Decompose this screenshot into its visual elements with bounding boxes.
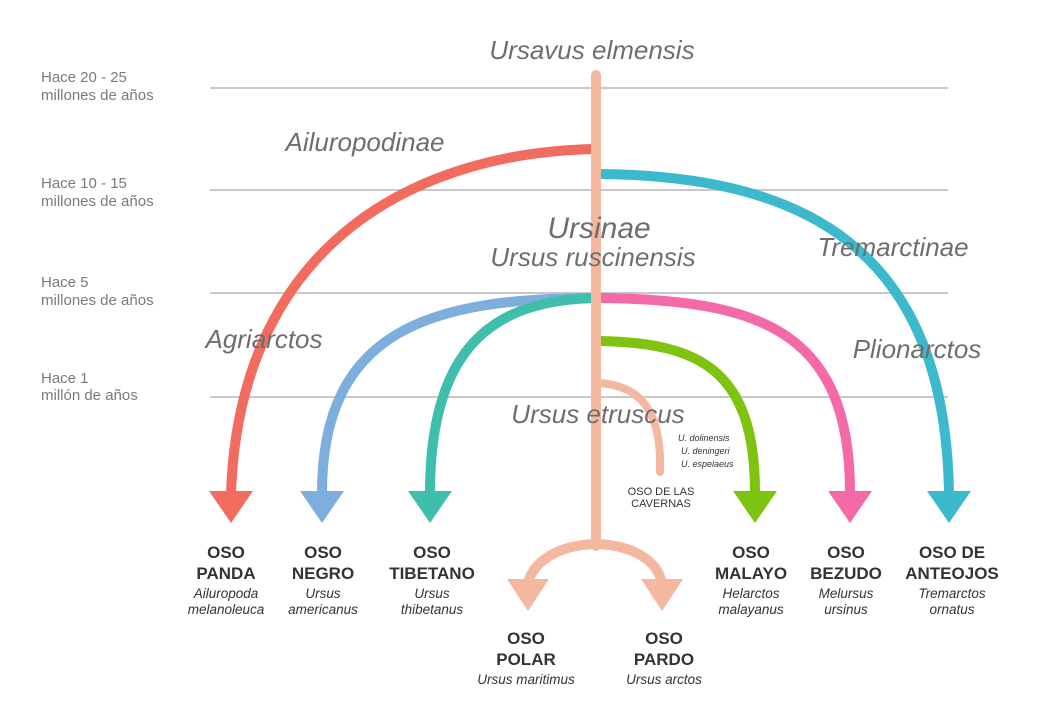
species-tibetano: OSO TIBETANO Ursus thibetanus <box>389 543 475 617</box>
species-negro: OSO NEGRO Ursus americanus <box>288 543 358 617</box>
species-tibetano-name2: TIBETANO <box>389 564 475 583</box>
species-panda-sci1: Ailuropoda <box>193 586 259 601</box>
cave-bear-label-line1: OSO DE LAS <box>628 486 695 498</box>
arrowhead-negro <box>300 491 344 523</box>
time-label-5-line1: Hace 5 <box>41 274 89 291</box>
taxon-ursus-etruscus: Ursus etruscus <box>511 399 684 429</box>
species-polar: OSO POLAR Ursus maritimus <box>477 629 575 687</box>
species-panda-name1: OSO <box>207 543 245 562</box>
branch-malayo <box>595 336 777 523</box>
species-polar-sci: Ursus maritimus <box>477 672 575 687</box>
species-tibetano-sci2: thibetanus <box>401 602 464 617</box>
species-pardo-name1: OSO <box>645 629 683 648</box>
cave-species-deningeri: U. deningeri <box>681 446 731 456</box>
species-polar-name1: OSO <box>507 629 545 648</box>
species-anteojos-name1: OSO DE <box>919 543 985 562</box>
taxon-ursinae: Ursinae <box>547 212 650 245</box>
arrowhead-anteojos <box>927 491 971 523</box>
species-negro-name1: OSO <box>304 543 342 562</box>
time-label-20-25-line2: millones de años <box>41 87 154 104</box>
species-pardo: OSO PARDO Ursus arctos <box>626 629 702 687</box>
time-label-10-15-line2: millones de años <box>41 193 154 210</box>
species-bezudo-sci2: ursinus <box>824 602 868 617</box>
branch-tibetano <box>408 293 601 523</box>
species-malayo-name1: OSO <box>732 543 770 562</box>
species-bezudo-sci1: Melursus <box>819 586 874 601</box>
species-bezudo-name1: OSO <box>827 543 865 562</box>
species-negro-sci1: Ursus <box>305 586 341 601</box>
taxon-agriarctos: Agriarctos <box>203 324 322 354</box>
species-anteojos-sci2: ornatus <box>929 602 974 617</box>
species-negro-name2: NEGRO <box>292 564 354 583</box>
arrowhead-tibetano <box>408 491 452 523</box>
species-malayo-sci1: Helarctos <box>722 586 779 601</box>
time-label-1-line2: millón de años <box>41 387 138 404</box>
time-label-20-25-line1: Hace 20 - 25 <box>41 69 127 86</box>
species-negro-sci2: americanus <box>288 602 358 617</box>
branch-pardo <box>591 539 683 611</box>
cave-species-dolinensis: U. dolinensis <box>678 433 730 443</box>
cave-species-espelaeus: U. espelaeus <box>681 459 734 469</box>
species-bezudo-name2: BEZUDO <box>810 564 882 583</box>
species-malayo-name2: MALAYO <box>715 564 787 583</box>
branch-anteojos <box>595 169 971 523</box>
taxon-ursavus-elmensis: Ursavus elmensis <box>489 35 694 65</box>
branch-bezudo <box>595 293 872 523</box>
branch-cave-bear <box>596 379 665 476</box>
species-bezudo: OSO BEZUDO Melursus ursinus <box>810 543 882 617</box>
arrowhead-pardo <box>641 579 683 611</box>
arrowhead-malayo <box>733 491 777 523</box>
species-malayo-sci2: malayanus <box>718 602 784 617</box>
arrowhead-panda <box>209 491 253 523</box>
species-panda-name2: PANDA <box>196 564 255 583</box>
species-tibetano-sci1: Ursus <box>414 586 450 601</box>
species-malayo: OSO MALAYO Helarctos malayanus <box>715 543 787 617</box>
branch-negro <box>300 293 601 523</box>
arrowhead-polar <box>507 579 549 611</box>
taxon-ursus-ruscinensis: Ursus ruscinensis <box>490 242 695 272</box>
cave-bear-label-line2: CAVERNAS <box>631 498 691 510</box>
branch-polar <box>507 539 601 611</box>
species-panda-sci2: melanoleuca <box>188 602 265 617</box>
species-pardo-name2: PARDO <box>634 650 694 669</box>
arrowhead-bezudo <box>828 491 872 523</box>
species-polar-name2: POLAR <box>496 650 556 669</box>
time-label-10-15-line1: Hace 10 - 15 <box>41 175 127 192</box>
taxon-tremarctinae: Tremarctinae <box>817 232 968 262</box>
species-anteojos-sci1: Tremarctos <box>918 586 986 601</box>
species-anteojos: OSO DE ANTEOJOS Tremarctos ornatus <box>905 543 999 617</box>
time-label-5-line2: millones de años <box>41 292 154 309</box>
taxon-plionarctos: Plionarctos <box>853 334 982 364</box>
species-tibetano-name1: OSO <box>413 543 451 562</box>
species-panda: OSO PANDA Ailuropoda melanoleuca <box>188 543 265 617</box>
species-pardo-sci: Ursus arctos <box>626 672 702 687</box>
branch-panda <box>209 144 601 523</box>
species-anteojos-name2: ANTEOJOS <box>905 564 999 583</box>
time-label-1-line1: Hace 1 <box>41 370 89 387</box>
taxon-ailuropodinae: Ailuropodinae <box>283 127 444 157</box>
